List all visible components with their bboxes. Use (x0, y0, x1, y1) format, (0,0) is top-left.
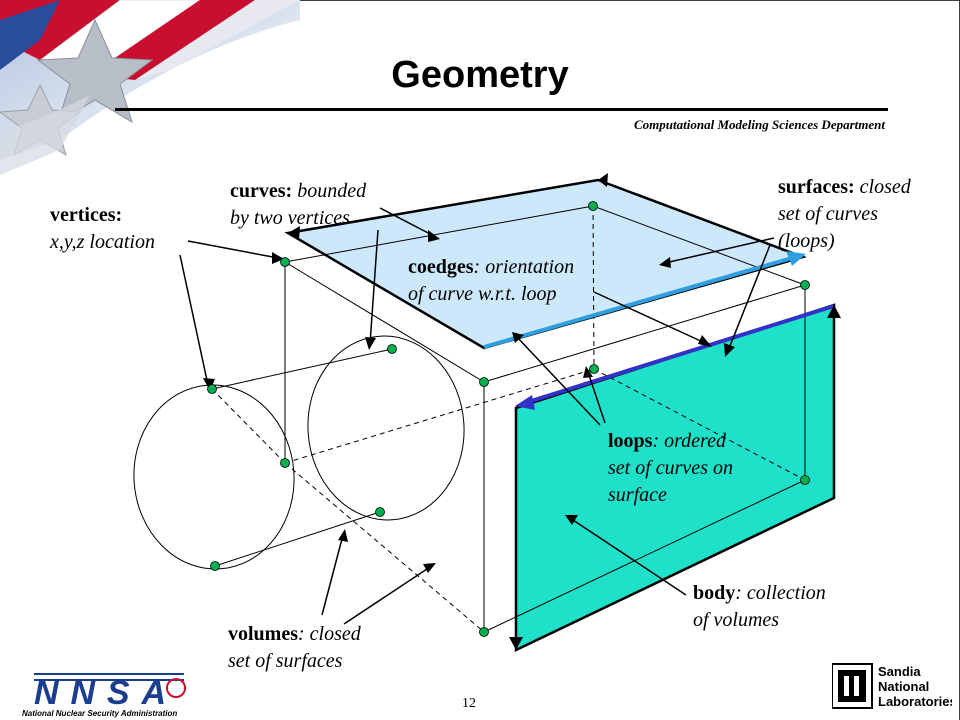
top-surface (284, 178, 807, 350)
vertex (589, 364, 599, 374)
coedge-top-arrow (483, 256, 793, 349)
vertex (207, 384, 217, 394)
label-coedges: coedges: orientation of curve w.r.t. loo… (408, 256, 575, 305)
vertex (375, 507, 385, 517)
vertex (479, 627, 489, 637)
vertex (280, 257, 290, 267)
label-body: body: collection of volumes (693, 582, 826, 631)
nnsa-logo: NNSA National Nuclear Security Administr… (14, 660, 214, 718)
vertex (387, 344, 397, 354)
label-curves: curves: bounded by two vertices (230, 180, 367, 229)
vertex (800, 280, 810, 290)
page-number: 12 (462, 696, 476, 711)
page-title: Geometry (391, 54, 569, 96)
nnsa-caption: National Nuclear Security Administration (22, 709, 177, 718)
sandia-line-2: National (878, 679, 929, 694)
label-volumes: volumes: closed set of surfaces (228, 623, 361, 672)
label-surfaces: surfaces: closed set of curves (loops) (778, 176, 911, 252)
vertex (800, 475, 810, 485)
atom-icon (166, 678, 186, 698)
coedge-front-arrow (527, 304, 835, 404)
vertex (210, 561, 220, 571)
vertex (280, 458, 290, 468)
label-vertices: vertices: x,y,z location (50, 204, 155, 253)
vertex (479, 377, 489, 387)
title-underline (115, 108, 888, 111)
sandia-line-1: Sandia (878, 664, 921, 679)
sandia-logo: Sandia National Laboratories (832, 660, 952, 712)
department-name: Computational Modeling Sciences Departme… (634, 117, 885, 132)
vertex (588, 201, 598, 211)
label-loops: loops: ordered set of curves on surface (608, 430, 733, 506)
sandia-line-3: Laboratories (878, 694, 952, 709)
